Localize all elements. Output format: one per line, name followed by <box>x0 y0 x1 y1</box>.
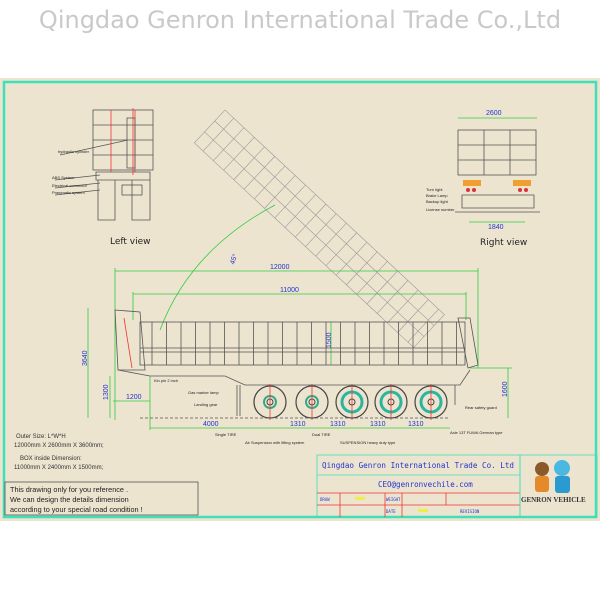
tipped-box-rib <box>397 299 429 333</box>
label-landing-gear: Landing gear <box>194 402 218 407</box>
label-axle: Axle 13T FUWA German type <box>450 430 503 435</box>
logo-text: GENRON VEHICLE <box>521 496 586 504</box>
watermark: Qingdao Genron International Trade Co.,L… <box>38 6 562 34</box>
label-backup-light: Backup light <box>426 199 449 204</box>
notice-line-1: This drawing only for you reference . <box>10 485 128 494</box>
dim-11000: 11000 <box>280 287 299 294</box>
tipped-box-rib <box>356 261 388 295</box>
drawing-border <box>2 80 598 519</box>
side-view: 12000 11000 3640 1300 1200 4000 1310 131… <box>82 264 512 445</box>
label-single-tire: Single TIRE <box>215 432 237 437</box>
tipped-box-rib <box>335 242 368 276</box>
box-dimension-value: 11000mm X 2400mm X 1500mm; <box>14 465 104 471</box>
notice-line-2: We can design the details dimension <box>10 495 129 504</box>
right-view: 2600 1840 Turn light Brake Lamp Backup l… <box>426 110 540 248</box>
label-license-number: License number <box>426 207 455 212</box>
dump-box <box>139 321 466 366</box>
label-rear-guard: Rear safety guard <box>465 405 497 410</box>
paper <box>0 78 600 521</box>
tipping-arc <box>159 204 276 331</box>
left-view: hydraulic cylinder ABS System Electrical… <box>52 108 154 247</box>
company-email[interactable]: CEO@genronvechile.com <box>378 480 473 489</box>
label-pneumatic-system: Pneumatic system <box>52 190 85 195</box>
tipped-box-rib <box>284 194 316 228</box>
label-mech-suspension: SUSPENSION heavy duty type <box>340 440 396 445</box>
tipped-box-rib <box>325 232 357 266</box>
right-view-title: Right view <box>480 238 527 248</box>
tipped-box-rib <box>264 175 296 209</box>
notice-line-3: according to your special road condition… <box>10 505 143 514</box>
tipped-box-rib <box>315 223 347 257</box>
weight-label: WEIGHT <box>386 497 401 502</box>
dim-axle-spacing-1: 1310 <box>290 421 306 428</box>
tipped-box <box>193 109 445 348</box>
label-abs-system: ABS System <box>52 175 75 180</box>
dim-4000: 4000 <box>203 421 219 428</box>
tipping-angle: 45° <box>228 253 239 266</box>
box-dimension-label: BOX inside Dimension: <box>20 456 82 462</box>
dim-12000: 12000 <box>270 264 290 271</box>
tipped-box-rib <box>305 213 337 247</box>
label-turn-light: Turn light <box>426 187 443 192</box>
logo: GENRON VEHICLE <box>519 454 598 518</box>
revision-label: REVISION <box>460 509 480 514</box>
tipped-box-rib <box>376 280 409 314</box>
label-electrical-connector: Electrical connector <box>52 183 88 188</box>
tipped-box-rib <box>223 137 255 171</box>
tipped-box-rib <box>295 203 327 238</box>
date-label: DATE <box>386 509 396 514</box>
label-hydraulic-cylinder: hydraulic cylinder <box>58 149 90 154</box>
tipped-box-rib <box>243 156 275 190</box>
tipped-box-rib <box>366 270 398 305</box>
dim-2600: 2600 <box>486 110 502 117</box>
tipped-box-rib <box>387 289 419 324</box>
left-view-title: Left view <box>110 237 151 247</box>
label-air-suspension: Air Suspension with lifting system <box>245 440 305 445</box>
label-dual-tire: Dual TIRE <box>312 432 331 437</box>
dim-1200: 1200 <box>126 394 142 401</box>
dim-1500: 1500 <box>326 332 333 348</box>
notice-box <box>4 481 199 516</box>
label-kingpin: Kin pin 2 inch <box>154 378 178 383</box>
dim-axle-spacing-2: 1310 <box>330 421 346 428</box>
draw-label: DRAW <box>320 497 330 502</box>
company-name: Qingdao Genron International Trade Co. L… <box>322 460 514 470</box>
label-marker-lamp: Gas marker lamp <box>188 390 219 395</box>
wheel <box>414 384 448 420</box>
outer-size-value: 12000mm X 2600mm X 3600mm; <box>14 443 104 449</box>
tipped-box-rib <box>254 165 286 200</box>
outer-size-label: Outer Size: L*W*H <box>16 434 66 440</box>
tipped-box-rib <box>233 146 265 180</box>
tipped-box-rib <box>213 127 245 161</box>
chassis <box>117 369 471 386</box>
dim-1600: 1600 <box>502 381 509 397</box>
dim-1840: 1840 <box>488 224 504 231</box>
dim-3640: 3640 <box>82 350 89 366</box>
dim-axle-spacing-3: 1310 <box>370 421 386 428</box>
label-brake-lamp: Brake Lamp <box>426 193 448 198</box>
tipped-box-rib <box>202 117 234 152</box>
dim-1300: 1300 <box>103 384 110 400</box>
front-wall <box>114 309 146 371</box>
dim-axle-spacing-4: 1310 <box>408 421 424 428</box>
tipped-box-rib <box>346 251 378 285</box>
tailgate <box>457 317 479 369</box>
tipped-box-rib <box>274 184 306 219</box>
